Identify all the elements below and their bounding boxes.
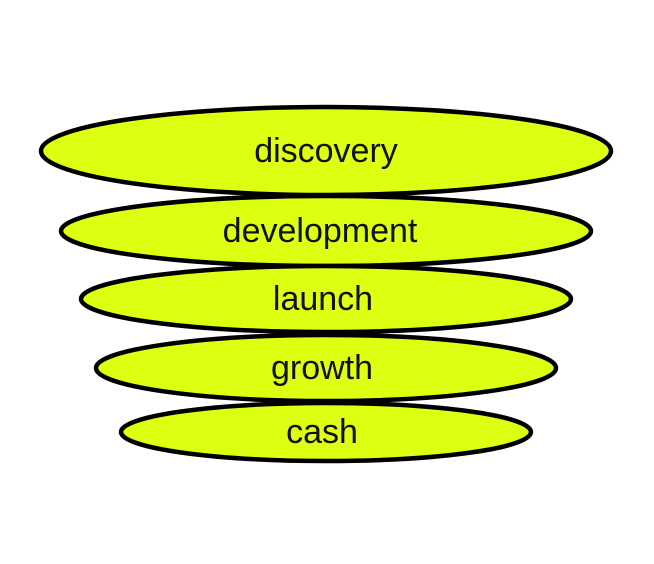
layer-label: discovery: [254, 132, 398, 170]
layer-development: development: [58, 193, 594, 269]
layer-cash: cash: [118, 400, 534, 464]
layer-label: development: [223, 212, 418, 250]
layer-label: growth: [271, 349, 373, 387]
layer-growth: growth: [93, 332, 559, 404]
layer-label: launch: [273, 280, 373, 318]
layer-ellipse: [78, 263, 574, 335]
layer-label: cash: [286, 413, 358, 451]
layer-ellipse: [118, 400, 534, 464]
layer-discovery: discovery: [38, 104, 614, 198]
layer-launch: launch: [78, 263, 574, 335]
